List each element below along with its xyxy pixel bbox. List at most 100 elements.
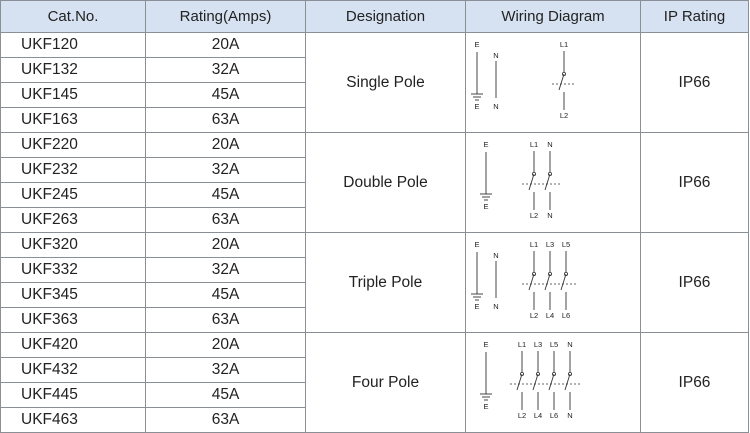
neutral-top-label: N xyxy=(493,251,498,260)
rating-cell: 45A xyxy=(145,282,306,308)
earth-bottom-label: E xyxy=(483,402,488,411)
cat-no-cell: UKF320 xyxy=(0,232,146,258)
pole-switch-blade xyxy=(560,273,567,290)
earth-top-label: E xyxy=(483,340,488,349)
rating-cell: 63A xyxy=(145,307,306,333)
rating-cell: 32A xyxy=(145,157,306,183)
pole-top-label: L1 xyxy=(518,340,526,349)
pole-top-label: L3 xyxy=(546,240,554,249)
earth-bottom-label: E xyxy=(474,302,479,311)
ip-rating-cell: IP66 xyxy=(640,332,749,433)
pole-switch-blade xyxy=(564,373,571,390)
rating-cell: 20A xyxy=(145,332,306,358)
cat-no-cell: UKF332 xyxy=(0,257,146,283)
header-wiring-diagram: Wiring Diagram xyxy=(465,0,641,33)
rating-cell: 63A xyxy=(145,107,306,133)
neutral-bottom-label: N xyxy=(493,302,498,311)
rating-cell: 45A xyxy=(145,82,306,108)
pole-switch-blade xyxy=(528,273,535,290)
pole-switch-blade xyxy=(558,73,565,90)
pole-top-label: N xyxy=(567,340,572,349)
cat-no-cell: UKF432 xyxy=(0,357,146,383)
cat-no-cell: UKF132 xyxy=(0,57,146,83)
pole-bottom-label: N xyxy=(547,211,552,220)
ip-rating-cell: IP66 xyxy=(640,132,749,233)
cat-no-cell: UKF463 xyxy=(0,407,146,433)
pole-switch-blade xyxy=(528,173,535,190)
neutral-bottom-label: N xyxy=(493,102,498,111)
pole-bottom-label: L4 xyxy=(534,411,542,420)
cat-no-cell: UKF145 xyxy=(0,82,146,108)
pole-bottom-label: L2 xyxy=(530,311,538,320)
pole-bottom-label: N xyxy=(567,411,572,420)
earth-bottom-label: E xyxy=(474,102,479,111)
header-cat-no: Cat.No. xyxy=(0,0,146,33)
earth-top-label: E xyxy=(474,40,479,49)
pole-top-label: L1 xyxy=(530,240,538,249)
rating-cell: 32A xyxy=(145,257,306,283)
earth-top-label: E xyxy=(474,240,479,249)
pole-top-label: L5 xyxy=(562,240,570,249)
pole-bottom-label: L4 xyxy=(546,311,554,320)
rating-cell: 63A xyxy=(145,407,306,433)
rating-cell: 63A xyxy=(145,207,306,233)
pole-switch-blade xyxy=(516,373,523,390)
cat-no-cell: UKF345 xyxy=(0,282,146,308)
pole-top-label: L1 xyxy=(560,40,568,49)
header-row: Cat.No. Rating(Amps) Designation Wiring … xyxy=(0,0,749,33)
pole-switch-blade xyxy=(544,173,551,190)
cat-no-cell: UKF420 xyxy=(0,332,146,358)
rating-cell: 20A xyxy=(145,232,306,258)
cat-no-cell: UKF120 xyxy=(0,32,146,58)
earth-bottom-label: E xyxy=(483,202,488,211)
neutral-top-label: N xyxy=(493,51,498,60)
designation-cell: Double Pole xyxy=(305,132,466,233)
cat-no-cell: UKF163 xyxy=(0,107,146,133)
pole-bottom-label: L2 xyxy=(530,211,538,220)
pole-switch-blade xyxy=(544,273,551,290)
cat-no-cell: UKF232 xyxy=(0,157,146,183)
header-designation: Designation xyxy=(305,0,466,33)
rating-cell: 32A xyxy=(145,57,306,83)
earth-top-label: E xyxy=(483,140,488,149)
pole-switch-blade xyxy=(548,373,555,390)
pole-top-label: N xyxy=(547,140,552,149)
ip-rating-cell: IP66 xyxy=(640,32,749,133)
pole-bottom-label: L6 xyxy=(550,411,558,420)
cat-no-cell: UKF363 xyxy=(0,307,146,333)
pole-top-label: L3 xyxy=(534,340,542,349)
rating-cell: 45A xyxy=(145,382,306,408)
rating-cell: 20A xyxy=(145,132,306,158)
cat-no-cell: UKF445 xyxy=(0,382,146,408)
rating-cell: 32A xyxy=(145,357,306,383)
cat-no-cell: UKF220 xyxy=(0,132,146,158)
rating-cell: 20A xyxy=(145,32,306,58)
designation-cell: Triple Pole xyxy=(305,232,466,333)
pole-bottom-label: L2 xyxy=(518,411,526,420)
header-ip-rating: IP Rating xyxy=(640,0,749,33)
designation-cell: Single Pole xyxy=(305,32,466,133)
header-rating: Rating(Amps) xyxy=(145,0,306,33)
